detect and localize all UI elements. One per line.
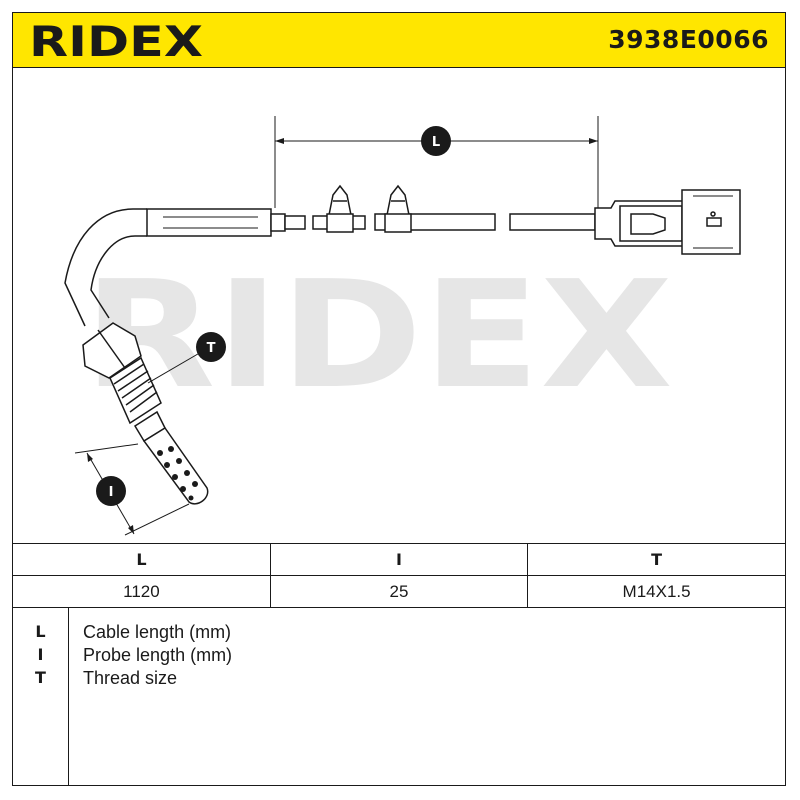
legend-item: L Cable length (mm) [13, 620, 785, 644]
spec-value-cable-length: 1120 [13, 575, 271, 608]
legend-key: T [35, 668, 46, 687]
legend-key: I [37, 645, 44, 664]
svg-text:T: T [207, 341, 216, 356]
cable [312, 213, 596, 231]
thread-badge: T [196, 332, 226, 362]
probe [133, 410, 209, 505]
brand-logo: RIDEX [29, 21, 203, 61]
sensor-tube [64, 208, 306, 327]
svg-text:RIDEX: RIDEX [29, 21, 203, 61]
spec-header-thread: T [527, 543, 785, 576]
sensor-drawing: RIDEX [64, 116, 741, 536]
legend-key: L [35, 622, 46, 641]
legend-item: T Thread size [13, 666, 785, 690]
header-bar: RIDEX 3938E0066 [13, 13, 785, 68]
legend-text: Probe length (mm) [83, 645, 233, 665]
cable-clip [326, 184, 354, 233]
part-number: 3938E0066 [608, 25, 769, 54]
legend-item: I Probe length (mm) [13, 643, 785, 667]
spec-value-thread: M14X1.5 [527, 575, 785, 608]
technical-drawing: RIDEX [13, 68, 785, 543]
legend-divider [68, 608, 69, 785]
svg-text:I: I [109, 485, 114, 500]
cable-clip [384, 184, 412, 233]
probe-length-badge: I [96, 476, 126, 506]
product-sheet: RIDEX 3938E0066 RIDEX [12, 12, 786, 786]
spec-value-probe-length: 25 [269, 575, 528, 608]
legend-text: Thread size [83, 668, 178, 688]
spec-header-probe-length: I [269, 543, 528, 576]
cable-length-badge: L [421, 126, 451, 156]
legend-text: Cable length (mm) [83, 622, 232, 642]
spec-table-value-row: 1120 25 M14X1.5 [13, 575, 785, 608]
spec-header-cable-length: L [13, 543, 271, 576]
electrical-connector [594, 189, 741, 255]
legend: L Cable length (mm) I Probe length (mm) … [13, 608, 785, 785]
spec-table-header-row: L I T [13, 543, 785, 576]
thread [109, 356, 162, 425]
svg-text:L: L [432, 135, 440, 150]
spec-table: L I T 1120 25 M14X1.5 [13, 543, 785, 608]
hex-nut [82, 322, 142, 379]
watermark-logo: RIDEX [83, 249, 673, 421]
